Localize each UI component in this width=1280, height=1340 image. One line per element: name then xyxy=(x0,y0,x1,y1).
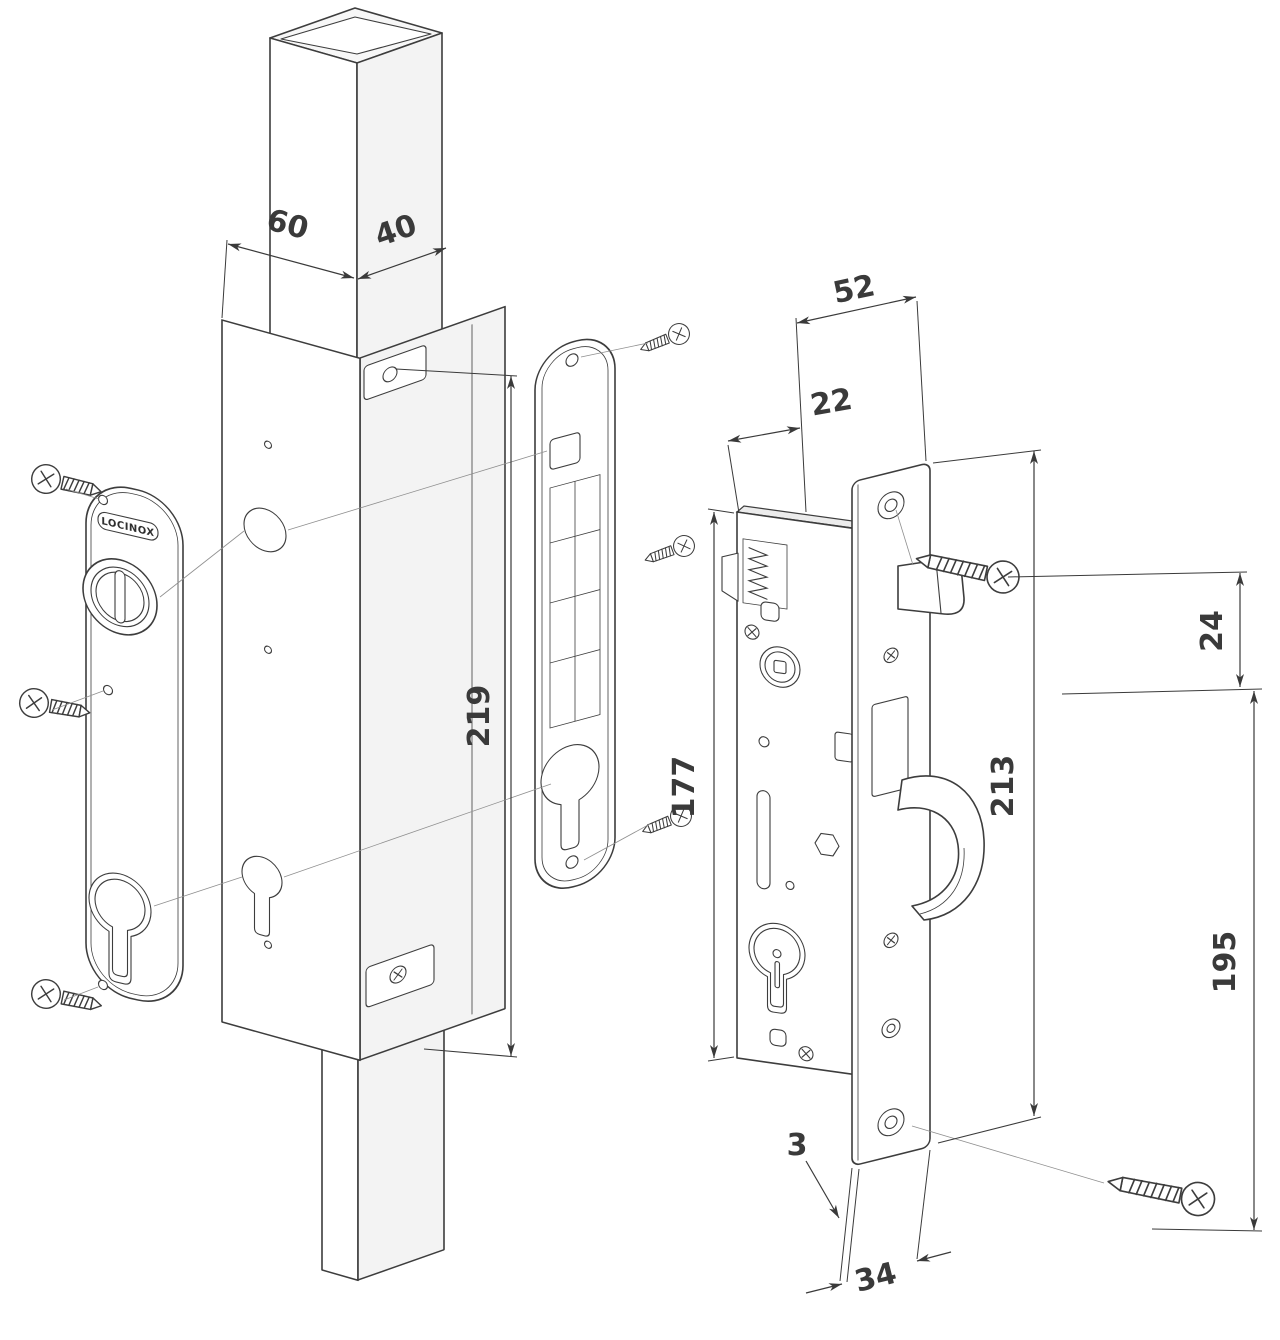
fixing-screw-right-bottom xyxy=(1104,1164,1219,1220)
housing-cylinder-hole xyxy=(243,507,287,553)
dim-faceplate-height: 213 xyxy=(986,755,1021,818)
plate-euro-cutout xyxy=(88,872,152,985)
gasket-spindle-hole xyxy=(549,432,581,470)
gasket-euro-cutout xyxy=(540,744,600,851)
latch-tail xyxy=(721,552,739,602)
lock-body xyxy=(721,505,862,1076)
gate-post-top xyxy=(269,7,443,364)
hook-aperture xyxy=(871,696,909,797)
fixing-screw-left-middle xyxy=(16,685,93,728)
dim-faceplate-thickness: 3 xyxy=(787,1128,808,1163)
gate-post-bottom xyxy=(321,1003,445,1282)
dim-backset: 22 xyxy=(808,382,855,424)
gasket-screw-top xyxy=(636,319,694,360)
lock-screw-bottom xyxy=(798,1046,814,1062)
escutcheon-plate: LOCINOX xyxy=(82,486,184,1003)
euro-cylinder xyxy=(748,922,806,1014)
cylinder-knob xyxy=(82,558,158,636)
faceplate-hole-4 xyxy=(881,1018,901,1039)
hook-bolt xyxy=(897,775,985,921)
faceplate-hole-top xyxy=(877,491,905,520)
housing-euro-cutout xyxy=(241,855,283,937)
follower-hub xyxy=(759,646,801,688)
faceplate-hole-2 xyxy=(883,647,899,664)
dim-faceplate-width: 34 xyxy=(851,1256,900,1300)
alignment-lines xyxy=(51,342,1105,1184)
gasket-ribs xyxy=(549,474,601,729)
dim-lock-body-height: 177 xyxy=(667,756,702,819)
latch-spring xyxy=(747,547,769,600)
fixing-screw-left-bottom xyxy=(28,976,106,1021)
plate-screw-hole-bottom xyxy=(97,979,109,991)
hex-nut xyxy=(814,832,840,857)
dim-latch-offset: 24 xyxy=(1195,610,1230,652)
faceplate xyxy=(851,463,931,1166)
housing-top-bracket xyxy=(363,345,427,400)
dimensions: 60 40 52 22 219 177 213 24 195 xyxy=(221,203,1263,1300)
housing-bottom-bracket xyxy=(365,944,435,1008)
transmission-tab xyxy=(834,731,854,763)
faceplate-hole-3 xyxy=(883,932,899,949)
dim-housing-height: 219 xyxy=(462,685,497,748)
lock-screw-top xyxy=(744,624,760,640)
faceplate-hole-bottom xyxy=(877,1108,905,1137)
lock-housing xyxy=(221,305,506,1062)
mounting-gasket xyxy=(534,338,616,889)
adjustment-slot xyxy=(756,790,771,890)
dim-lock-depth: 52 xyxy=(830,268,878,311)
dim-screw-spacing: 195 xyxy=(1208,931,1243,994)
gasket-screw-middle xyxy=(641,532,698,571)
